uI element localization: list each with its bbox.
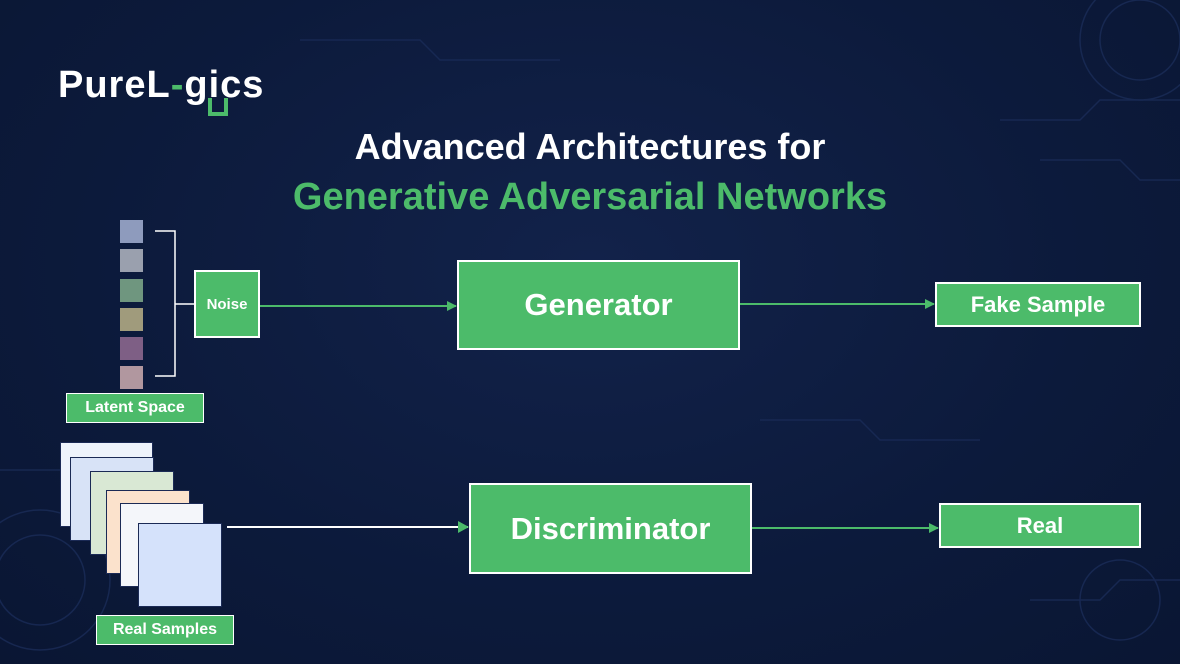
- bracket-square-icon: [208, 98, 228, 116]
- logo-o-mark: ‐: [170, 64, 185, 106]
- noise-label: Noise: [206, 295, 248, 313]
- latent-square: [120, 337, 143, 360]
- real-samples-label-box: Real Samples: [96, 615, 234, 645]
- real-box: Real: [939, 503, 1141, 548]
- title-line-2: Generative Adversarial Networks: [292, 176, 888, 218]
- fake-sample-label: Fake Sample: [970, 291, 1106, 317]
- latent-square: [120, 366, 143, 389]
- latent-space-label-box: Latent Space: [66, 393, 204, 423]
- logo-text-tail: gics: [184, 64, 265, 106]
- latent-space-label: Latent Space: [85, 399, 185, 416]
- title-line-1: Advanced Architectures for: [354, 126, 826, 167]
- real-sample-card: [138, 523, 222, 607]
- latent-square: [120, 308, 143, 331]
- noise-box: Noise: [194, 270, 260, 338]
- generator-box: Generator: [457, 260, 740, 350]
- latent-square: [120, 220, 143, 243]
- real-label: Real: [1016, 512, 1064, 538]
- discriminator-box: Discriminator: [469, 483, 752, 574]
- fake-sample-box: Fake Sample: [935, 282, 1141, 327]
- logo-text: PureL‐gics: [58, 64, 264, 107]
- arrow-right-icon: [458, 521, 469, 533]
- latent-bracket: [155, 230, 176, 377]
- generator-label: Generator: [524, 287, 673, 322]
- logo-text-main: PureL: [58, 64, 171, 106]
- latent-square: [120, 249, 143, 272]
- real-samples-label: Real Samples: [112, 621, 218, 638]
- discriminator-label: Discriminator: [510, 510, 711, 546]
- latent-square: [120, 279, 143, 302]
